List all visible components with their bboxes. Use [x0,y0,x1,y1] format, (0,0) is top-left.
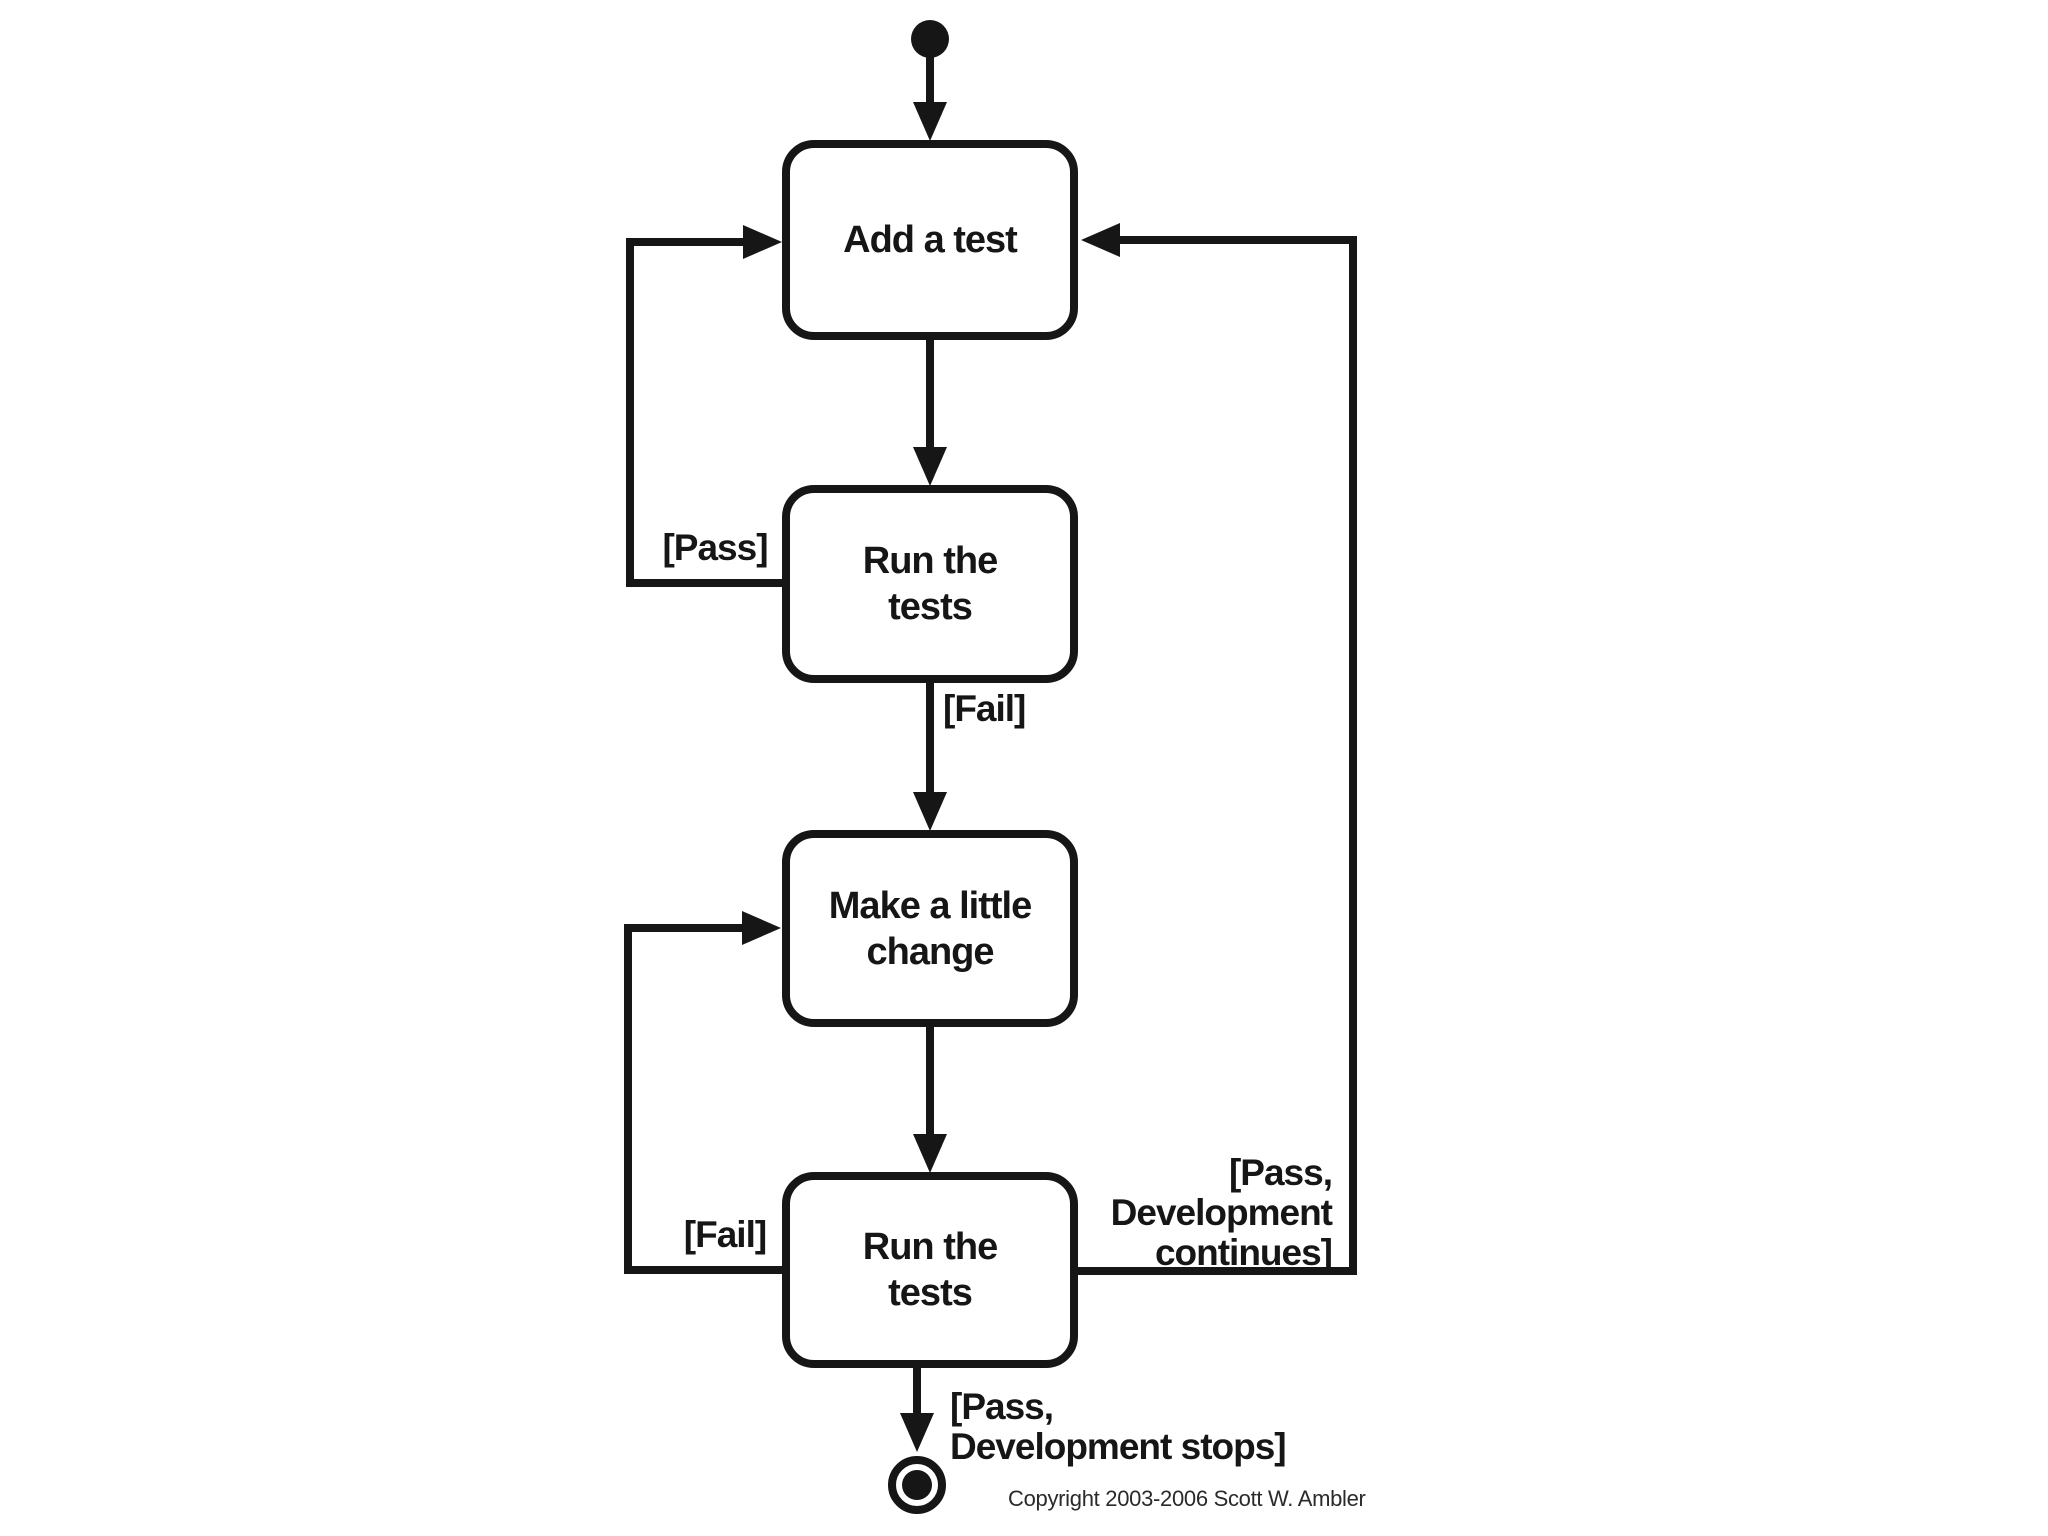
edge-fail-loop [624,924,782,1274]
guard-fail-loop: [Fail] [683,1214,767,1255]
activity-add-test: Add a test [782,140,1078,340]
activity-make-change-label: Make a little change [828,884,1032,973]
activity-run-tests-1-label: Run the tests [862,540,998,628]
edge-pass-loop [626,238,782,587]
arrowhead-into-run-tests-2 [913,1134,947,1173]
arrowhead-into-final-state [900,1413,934,1452]
arrowhead-into-make-change-top [913,792,947,831]
edge-pass-continues [1078,236,1357,1275]
guard-pass-development-continues: [Pass, Development continues] [1110,1152,1333,1273]
arrowhead-fail-loop [742,911,781,945]
copyright-notice: Copyright 2003-2006 Scott W. Ambler [1008,1486,1366,1511]
arrowhead-into-add-test-top [913,102,947,141]
activity-run-tests-2-label: Run the tests [862,1226,998,1314]
arrowhead-into-run-tests-1 [913,447,947,486]
guard-pass: [Pass] [662,527,768,568]
activity-add-test-label: Add a test [843,219,1018,261]
activity-run-tests-1: Run the tests [782,485,1078,683]
final-state-inner-dot [902,1470,932,1500]
arrowhead-pass-loop [743,225,782,259]
arrowhead-pass-continues [1081,223,1120,257]
guard-pass-development-stops: [Pass, Development stops] [950,1386,1287,1467]
final-state-outer-ring [888,1456,946,1514]
initial-state-node [911,20,949,58]
activity-make-change: Make a little change [782,830,1078,1027]
activity-run-tests-2: Run the tests [782,1172,1078,1368]
guard-fail: [Fail] [943,688,1026,729]
final-state-node [888,1456,946,1514]
